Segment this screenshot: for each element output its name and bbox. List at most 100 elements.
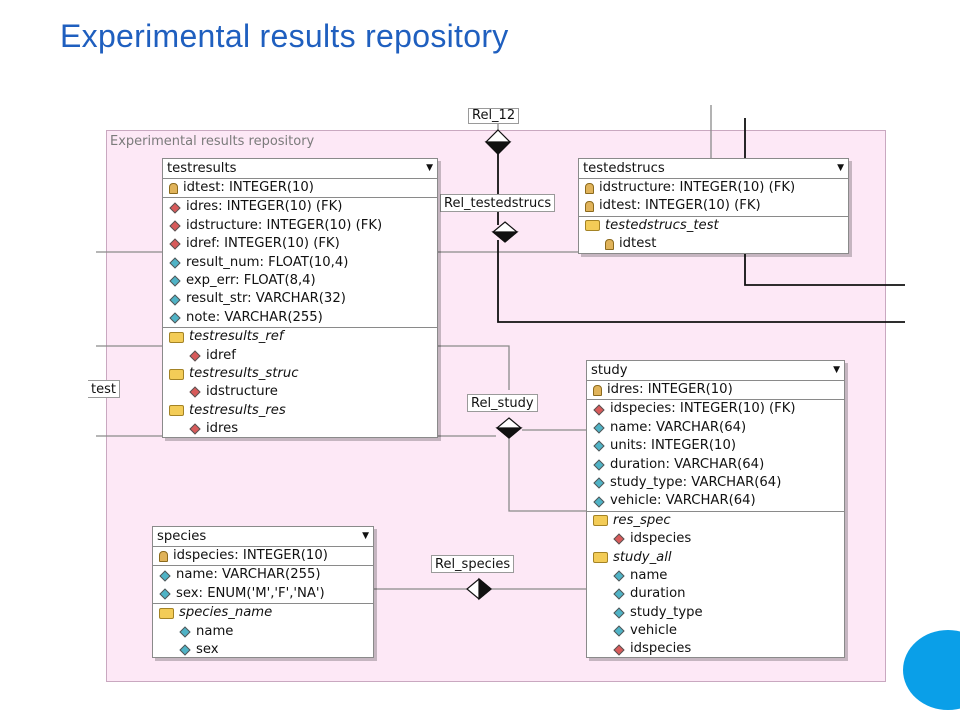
column-label: duration: VARCHAR(64)	[610, 456, 765, 472]
entity-header[interactable]: study ▼	[587, 361, 844, 381]
column-row[interactable]: idres: INTEGER(10) (FK)	[163, 198, 437, 216]
folder-icon	[169, 405, 184, 417]
index-field-row[interactable]: idref	[163, 347, 437, 365]
fk-column-icon	[189, 386, 201, 399]
index-name: testedstrucs_test	[605, 217, 719, 233]
key-icon	[585, 182, 594, 194]
index-field: vehicle	[630, 623, 677, 639]
index-row[interactable]: testresults_ref	[163, 328, 437, 346]
column-icon	[613, 607, 625, 619]
index-field-row[interactable]: idres	[163, 420, 437, 438]
index-field-row[interactable]: duration	[587, 585, 844, 603]
column-label: idref: INTEGER(10) (FK)	[186, 236, 340, 252]
folder-icon	[593, 515, 608, 527]
column-row[interactable]: vehicle: VARCHAR(64)	[587, 492, 844, 510]
index-row[interactable]: testresults_res	[163, 402, 437, 420]
entity-testedstrucs[interactable]: testedstrucs ▼ idstructure: INTEGER(10) …	[578, 158, 849, 254]
column-label: idspecies: INTEGER(10) (FK)	[610, 401, 796, 417]
column-icon	[179, 644, 191, 656]
index-field: name	[196, 623, 234, 639]
entity-testresults[interactable]: testresults ▼ idtest: INTEGER(10) idres:…	[162, 158, 438, 438]
fk-column-icon	[169, 220, 181, 232]
entity-header[interactable]: testresults ▼	[163, 159, 437, 179]
index-row[interactable]: res_spec	[587, 512, 844, 530]
rel-label-study[interactable]: Rel_study	[467, 394, 538, 412]
index-field: idres	[206, 421, 239, 437]
column-row[interactable]: result_str: VARCHAR(32)	[163, 290, 437, 308]
index-section: res_spec idspecies study_all name durati…	[587, 510, 844, 659]
chevron-down-icon[interactable]: ▼	[837, 163, 844, 173]
index-name: species_name	[179, 605, 273, 621]
folder-icon	[585, 220, 600, 232]
column-row[interactable]: idstructure: INTEGER(10) (FK)	[163, 217, 437, 235]
column-row[interactable]: exp_err: FLOAT(8,4)	[163, 272, 437, 290]
fk-column-icon	[169, 201, 181, 214]
column-label: name: VARCHAR(64)	[610, 419, 747, 435]
pk-row[interactable]: idspecies: INTEGER(10)	[153, 547, 373, 567]
conn-testresults-study	[438, 345, 510, 390]
column-row[interactable]: idref: INTEGER(10) (FK)	[163, 235, 437, 253]
column-row[interactable]: name: VARCHAR(64)	[587, 419, 844, 437]
index-field-row[interactable]: sex	[153, 641, 373, 659]
column-icon	[613, 588, 625, 601]
index-row[interactable]: study_all	[587, 549, 844, 567]
column-row[interactable]: note: VARCHAR(255)	[163, 309, 437, 327]
index-section: species_name name sex	[153, 603, 373, 659]
column-row[interactable]: units: INTEGER(10)	[587, 437, 844, 455]
entity-study[interactable]: study ▼ idres: INTEGER(10) idspecies: IN…	[586, 360, 845, 658]
entity-species[interactable]: species ▼ idspecies: INTEGER(10) name: V…	[152, 526, 374, 658]
column-label: idres: INTEGER(10) (FK)	[186, 199, 343, 215]
entity-title: study	[591, 363, 628, 378]
index-field-row[interactable]: idspecies	[587, 530, 844, 548]
index-field-row[interactable]: vehicle	[587, 622, 844, 640]
column-label: idstructure: INTEGER(10) (FK)	[186, 217, 383, 233]
chevron-down-icon[interactable]: ▼	[362, 531, 369, 541]
pk-row[interactable]: idtest: INTEGER(10) (FK)	[579, 197, 848, 217]
entity-title: testresults	[167, 161, 237, 176]
index-row[interactable]: species_name	[153, 604, 373, 622]
column-icon	[169, 275, 181, 287]
column-row[interactable]: name: VARCHAR(255)	[153, 566, 373, 584]
pk-row[interactable]: idtest: INTEGER(10)	[163, 179, 437, 199]
index-field-row[interactable]: idspecies	[587, 640, 844, 658]
column-row[interactable]: idspecies: INTEGER(10) (FK)	[587, 400, 844, 418]
index-name: testresults_ref	[189, 329, 284, 345]
index-field-row[interactable]: study_type	[587, 604, 844, 622]
index-field-row[interactable]: name	[587, 567, 844, 585]
rel-label-top[interactable]: Rel_12	[468, 108, 520, 124]
entity-title: species	[157, 529, 207, 544]
chevron-down-icon[interactable]: ▼	[426, 163, 433, 173]
index-row[interactable]: testresults_struc	[163, 365, 437, 383]
key-icon	[605, 238, 614, 250]
column-row[interactable]: study_type: VARCHAR(64)	[587, 474, 844, 492]
pk-label: idtest: INTEGER(10) (FK)	[599, 198, 761, 214]
pk-row[interactable]: idres: INTEGER(10)	[587, 381, 844, 401]
rel-label-species[interactable]: Rel_species	[431, 555, 515, 573]
index-field: idspecies	[630, 641, 692, 657]
index-field: idspecies	[630, 531, 692, 547]
diamond-species-half	[478, 577, 492, 601]
entity-title: testedstrucs	[583, 161, 665, 176]
pk-row[interactable]: idstructure: INTEGER(10) (FK)	[579, 179, 848, 197]
folder-icon	[169, 368, 184, 380]
chevron-down-icon[interactable]: ▼	[833, 365, 840, 375]
index-field-row[interactable]: idstructure	[163, 383, 437, 401]
column-icon	[613, 570, 625, 582]
index-field-row[interactable]: idtest	[579, 235, 848, 253]
pk-label: idstructure: INTEGER(10) (FK)	[599, 180, 796, 195]
index-field-row[interactable]: name	[153, 623, 373, 641]
column-row[interactable]: duration: VARCHAR(64)	[587, 456, 844, 474]
column-label: name: VARCHAR(255)	[176, 567, 321, 583]
rel-label-test-partial[interactable]: test	[88, 380, 120, 398]
column-label: result_num: FLOAT(10,4)	[186, 254, 349, 270]
column-row[interactable]: result_num: FLOAT(10,4)	[163, 254, 437, 272]
index-row[interactable]: testedstrucs_test	[579, 217, 848, 235]
entity-header[interactable]: testedstrucs ▼	[579, 159, 848, 179]
column-label: result_str: VARCHAR(32)	[186, 291, 346, 307]
column-row[interactable]: sex: ENUM('M','F','NA')	[153, 585, 373, 603]
index-field: idstructure	[206, 384, 278, 400]
entity-header[interactable]: species ▼	[153, 527, 373, 547]
column-icon	[159, 569, 171, 582]
rel-label-testedstrucs[interactable]: Rel_testedstrucs	[440, 194, 556, 212]
